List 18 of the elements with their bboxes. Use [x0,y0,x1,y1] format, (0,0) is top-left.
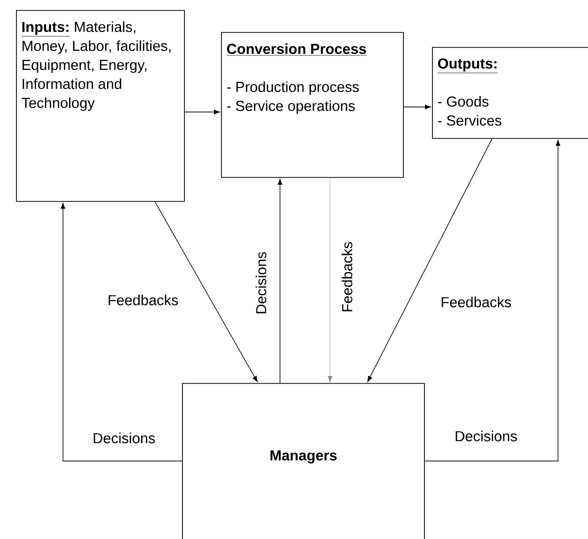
process-box: Inputs: Materials, Money, Labor, facilities, Equipment, Energy, Information and Technology [16,10,185,202]
process-box: Conversion Process - Production process - Service operations [221,32,404,178]
edge-label: Feedbacks [440,296,512,308]
edge-label: Feedbacks [340,240,354,314]
arrow [154,201,258,382]
arrow [403,104,431,110]
edge-label: Decisions [454,430,518,442]
arrow [424,140,560,462]
process-box: Managers [182,383,425,539]
arrow [60,202,182,462]
edge-label: Feedbacks [106,294,180,306]
edge-label: Decisions [254,250,268,316]
process-box: Outputs: - Goods - Services [432,47,588,139]
edge-label: Decisions [92,432,156,444]
arrow [184,110,220,114]
arrow [278,178,282,384]
arrow [367,138,492,382]
arrow [328,177,332,382]
